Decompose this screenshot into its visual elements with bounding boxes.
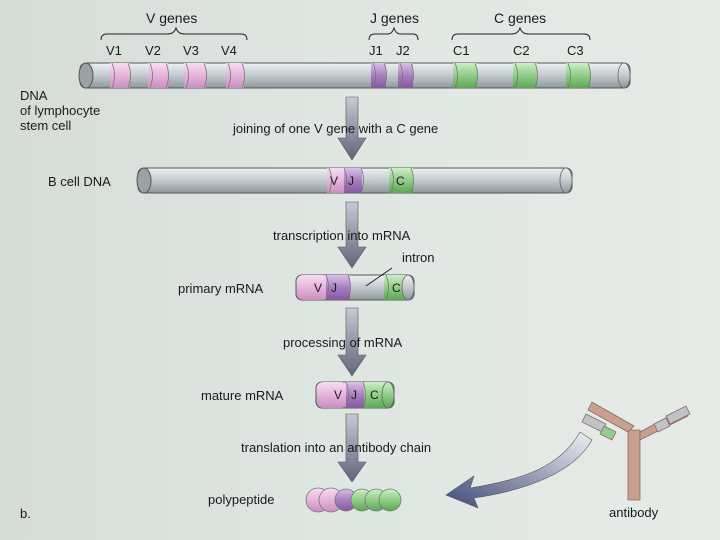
segment-c-m: C — [370, 388, 379, 402]
segment-v-b: V — [330, 174, 339, 188]
polypeptide-beads — [305, 487, 402, 513]
step-processing: processing of mRNA — [283, 335, 403, 350]
gene-label-c1: C1 — [453, 43, 470, 58]
j-genes-header: J genes — [370, 10, 420, 26]
b-cell-dna-label: B cell DNA — [48, 174, 111, 189]
step-transcription: transcription into mRNA — [273, 228, 411, 243]
gene-brace-lines — [100, 26, 591, 41]
segment-c-b: C — [396, 174, 405, 188]
curved-arrow — [445, 431, 593, 509]
gene-label-c3: C3 — [567, 43, 584, 58]
segment-v-m: V — [334, 388, 343, 402]
panel-label: b. — [20, 506, 31, 521]
intron-label: intron — [402, 250, 435, 265]
segment-j-p: J — [331, 281, 337, 295]
segment-j-b: J — [348, 174, 354, 188]
dna-stem-label-line1: DNA — [20, 88, 48, 103]
dna-stem-label-line2: of lymphocyte — [20, 103, 101, 118]
stem-cell-dna-tube — [78, 62, 631, 89]
primary-mrna-label: primary mRNA — [178, 281, 264, 296]
segment-c-p: C — [392, 281, 401, 295]
gene-label-v4: V4 — [221, 43, 237, 58]
c-genes-header: C genes — [494, 10, 547, 26]
process-arrows — [337, 96, 367, 483]
gene-label-j2: J2 — [396, 43, 410, 58]
primary-mrna-tube — [295, 267, 415, 301]
mature-mrna-tube — [315, 381, 395, 409]
b-cell-dna-tube — [136, 167, 573, 194]
step-joining: joining of one V gene with a C gene — [233, 121, 439, 136]
step-translation: translation into an antibody chain — [241, 440, 432, 455]
gene-label-c2: C2 — [513, 43, 530, 58]
polypeptide-label: polypeptide — [208, 492, 275, 507]
v-genes-header: V genes — [146, 10, 198, 26]
mature-mrna-label: mature mRNA — [201, 388, 284, 403]
gene-label-v1: V1 — [106, 43, 122, 58]
antibody-label: antibody — [609, 505, 659, 520]
segment-v-p: V — [314, 281, 323, 295]
gene-label-v3: V3 — [183, 43, 199, 58]
gene-label-v2: V2 — [145, 43, 161, 58]
segment-j-m: J — [351, 388, 357, 402]
gene-label-j1: J1 — [369, 43, 383, 58]
antibody-icon — [581, 401, 691, 501]
dna-stem-label-line3: stem cell — [20, 118, 72, 133]
